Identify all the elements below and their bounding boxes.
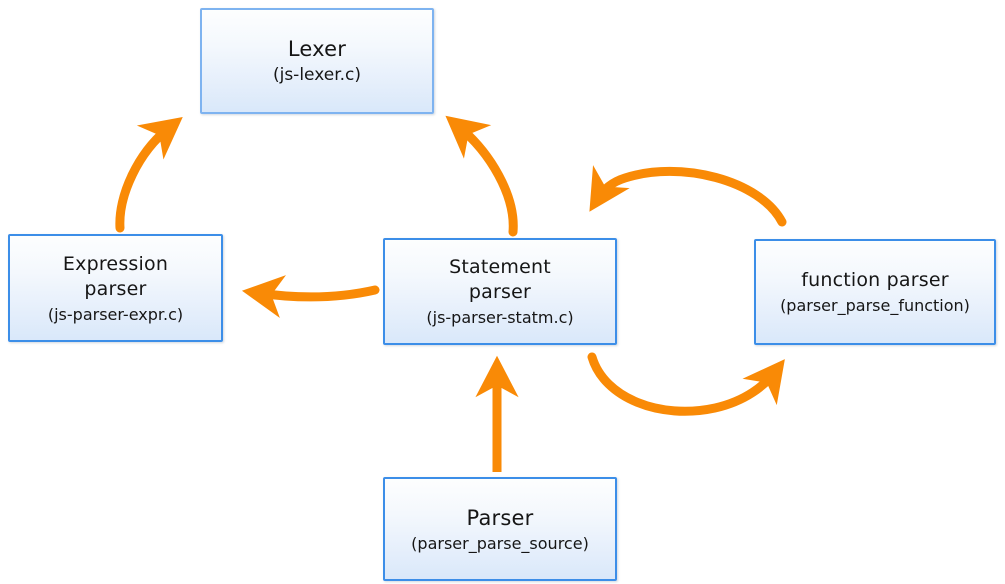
node-expression-parser[interactable]: Expression parser (js-parser-expr.c) xyxy=(8,234,223,342)
node-statement-parser-title: Statement parser xyxy=(449,256,551,303)
node-statement-parser-subtitle: (js-parser-statm.c) xyxy=(426,308,574,327)
node-parser-subtitle: (parser_parse_source) xyxy=(411,533,589,553)
node-function-parser-title: function parser xyxy=(801,269,949,291)
edge-statement-to-lexer xyxy=(445,115,518,237)
edge-expression-to-lexer xyxy=(115,117,183,233)
node-parser[interactable]: Parser (parser_parse_source) xyxy=(383,477,617,581)
node-function-parser-subtitle: (parser_parse_function) xyxy=(780,296,970,315)
node-lexer[interactable]: Lexer (js-lexer.c) xyxy=(200,8,434,114)
node-expression-parser-subtitle: (js-parser-expr.c) xyxy=(47,304,184,324)
node-lexer-title: Lexer xyxy=(287,36,347,61)
node-parser-title: Parser xyxy=(466,505,534,530)
node-statement-parser[interactable]: Statement parser (js-parser-statm.c) xyxy=(383,238,617,345)
node-expression-parser-title: Expression parser xyxy=(62,252,169,300)
node-function-parser[interactable]: function parser (parser_parse_function) xyxy=(754,239,996,345)
node-lexer-subtitle: (js-lexer.c) xyxy=(272,64,362,85)
edge-statement-to-function xyxy=(587,352,785,416)
edge-statement-to-expression xyxy=(241,275,380,318)
edge-function-to-statement xyxy=(589,165,787,227)
